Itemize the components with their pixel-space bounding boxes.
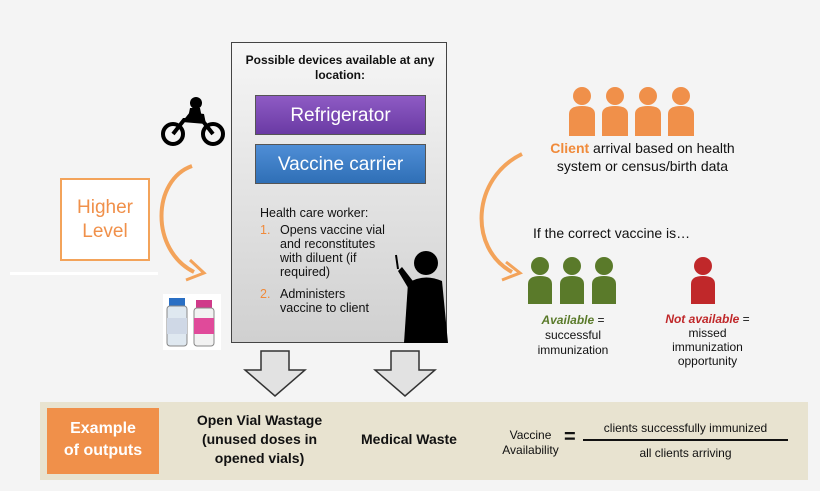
hcw-step-2: 2. Administers vaccine to client — [260, 287, 369, 315]
flow-line — [10, 272, 158, 275]
open-vial-line: (unused doses in — [201, 431, 318, 447]
if-correct-vaccine-text: If the correct vaccine is… — [533, 225, 691, 241]
available-equals: = — [594, 313, 605, 327]
hcw-step-1-line: with diluent (if — [280, 251, 357, 265]
open-vial-line: opened vials) — [214, 450, 305, 466]
example-line1: Example — [70, 420, 136, 437]
curved-arrow-left — [159, 164, 207, 282]
vaccine-vials-image — [163, 294, 221, 350]
curved-arrow-right — [479, 152, 523, 282]
higher-level-box: Higher Level — [60, 178, 150, 261]
va-line2: Availability — [502, 443, 559, 457]
down-arrow-medical-waste — [373, 350, 437, 397]
not-available-line: opportunity — [677, 354, 738, 368]
higher-level-line2: Level — [82, 221, 128, 242]
open-vial-line: Open Vial Wastage — [196, 412, 323, 428]
hcw-step-1-line: Opens vaccine vial — [280, 223, 385, 237]
medical-waste-text: Medical Waste — [361, 431, 457, 447]
vaccine-carrier-box: Vaccine carrier — [255, 144, 426, 184]
hcw-step-1-line: and reconstitutes — [280, 237, 376, 251]
panel-title: Possible devices available at any locati… — [245, 53, 435, 82]
vaccine-availability-label: Vaccine Availability — [493, 428, 568, 458]
available-label: Available = successful immunization — [518, 313, 628, 358]
clients-people-icon — [569, 87, 694, 136]
hcw-step-2-number: 2. — [260, 287, 271, 301]
available-word: Available — [541, 313, 595, 327]
available-line: immunization — [537, 343, 609, 357]
open-vial-wastage-text: Open Vial Wastage (unused doses in opene… — [178, 411, 341, 468]
hcw-step-2-line: Administers — [280, 287, 346, 301]
not-available-word: Not available — [665, 312, 740, 326]
device-panel: Possible devices available at any locati… — [231, 42, 448, 343]
available-line: successful — [544, 328, 602, 342]
not-available-person-icon — [691, 257, 715, 304]
health-worker-silhouette-icon — [395, 251, 448, 343]
client-arrival-text: Client arrival based on health system or… — [520, 139, 765, 175]
hcw-step-2-line: vaccine to client — [280, 301, 369, 315]
health-care-worker-title: Health care worker: — [260, 206, 369, 220]
va-line1: Vaccine — [509, 428, 552, 442]
hcw-step-1-number: 1. — [260, 223, 271, 237]
fraction-numerator: clients successfully immunized — [603, 421, 768, 435]
available-people-icon — [528, 257, 616, 304]
fraction-denominator: all clients arriving — [639, 446, 732, 460]
hcw-step-1: 1. Opens vaccine vial and reconstitutes … — [260, 223, 385, 279]
not-available-equals: = — [739, 312, 750, 326]
example-line2: of outputs — [63, 442, 143, 459]
equals-sign: = — [564, 426, 576, 448]
down-arrow-open-vial — [243, 350, 307, 397]
hcw-step-1-text: Opens vaccine vial and reconstitutes wit… — [280, 223, 385, 279]
hcw-step-1-line: required) — [280, 265, 331, 279]
outputs-bar — [40, 402, 808, 480]
hcw-step-2-text: Administers vaccine to client — [280, 287, 369, 315]
client-arrival-line1: arrival based on health — [589, 140, 735, 156]
not-available-label: Not available = missed immunization oppo… — [650, 312, 765, 368]
fraction-line — [583, 439, 788, 441]
client-word: Client — [550, 140, 590, 156]
example-outputs-box: Example of outputs — [47, 408, 159, 474]
not-available-line: immunization — [672, 340, 743, 354]
not-available-line: missed — [688, 326, 727, 340]
refrigerator-box: Refrigerator — [255, 95, 426, 135]
motorcycle-icon — [161, 97, 225, 146]
client-arrival-line2: system or census/birth data — [556, 158, 729, 174]
higher-level-line1: Higher — [77, 197, 133, 218]
